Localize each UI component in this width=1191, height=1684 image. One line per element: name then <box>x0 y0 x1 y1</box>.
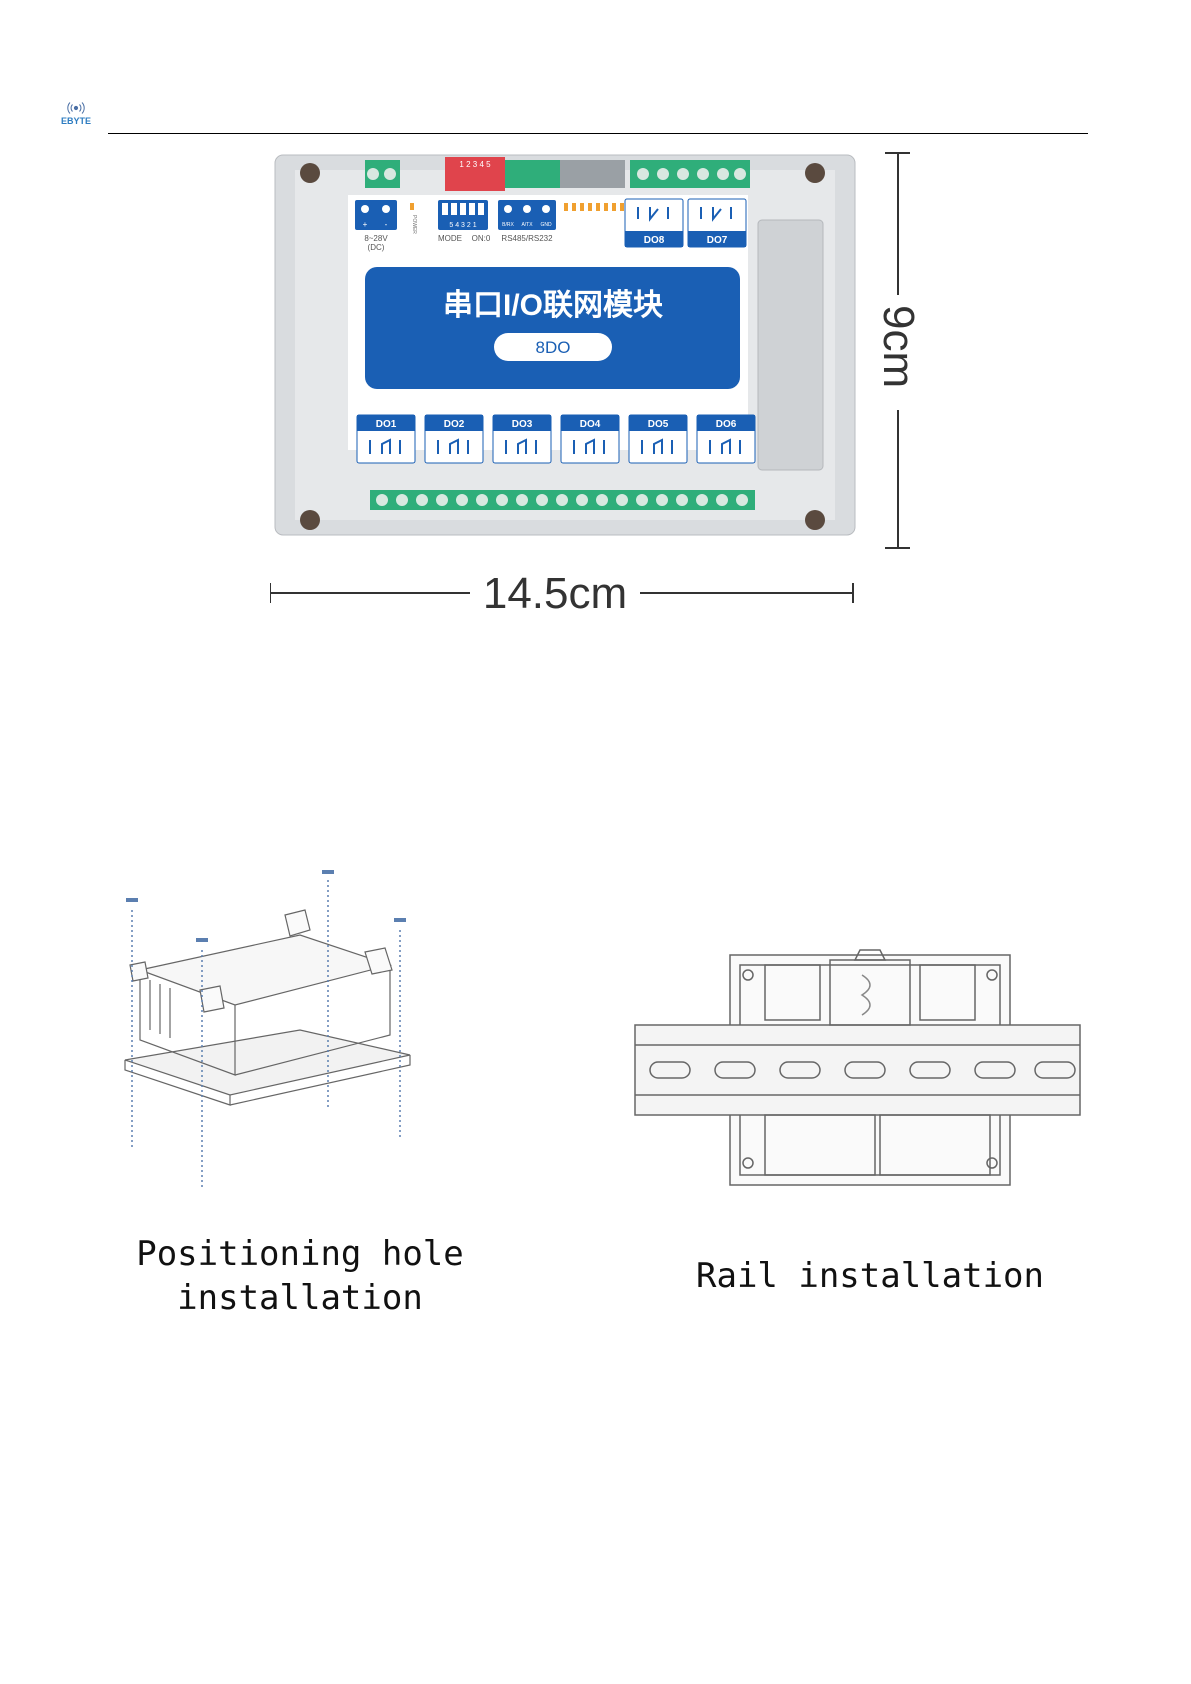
relay-do2: DO2 <box>425 415 483 463</box>
relay-label: DO5 <box>648 419 669 430</box>
power-voltage: 8~28V <box>364 234 388 243</box>
relay-do6: DO6 <box>697 415 755 463</box>
relay-do5: DO5 <box>629 415 687 463</box>
logo-text: EBYTE <box>61 116 91 126</box>
relay-label: DO3 <box>512 419 533 430</box>
mode-label: MODE <box>438 234 462 243</box>
relay-label: DO6 <box>716 419 737 430</box>
relay-label: DO7 <box>707 235 728 246</box>
caption-positioning-hole: Positioning hole installation <box>120 1232 480 1320</box>
relay-label: DO1 <box>376 419 397 430</box>
power-plus: + <box>363 220 368 229</box>
relay-label: DO8 <box>644 235 665 246</box>
positioning-hole-drawing <box>110 870 460 1210</box>
rs-pin: A/TX <box>521 222 533 228</box>
header-divider <box>108 133 1088 134</box>
relay-label: DO2 <box>444 419 465 430</box>
power-type: (DC) <box>368 243 385 252</box>
module-figure: 1 2 3 4 5 + - 8~28V (DC) POWER 5 4 3 2 1… <box>270 145 950 615</box>
mode-numbers: 5 4 3 2 1 <box>449 222 476 229</box>
ebyte-logo: EBYTE <box>52 100 100 130</box>
mount-hole <box>805 163 825 183</box>
caption-line: Positioning hole <box>120 1232 480 1276</box>
mode-on-label: ON:0 <box>472 234 491 243</box>
rs-label: RS485/RS232 <box>501 234 553 243</box>
rs-pin: B/RX <box>502 222 514 228</box>
module-title: 串口I/O联网模块 <box>443 289 663 322</box>
height-label: 9cm <box>874 305 923 388</box>
width-label: 14.5cm <box>483 569 627 615</box>
screw-icon <box>126 870 406 942</box>
title-panel: 串口I/O联网模块 8DO <box>365 267 740 389</box>
relay-do3: DO3 <box>493 415 551 463</box>
module-badge: 8DO <box>536 338 571 357</box>
rs-pin: GND <box>540 222 552 228</box>
power-minus: - <box>385 220 388 229</box>
relay-do7: DO7 <box>688 199 746 247</box>
rail-installation-drawing <box>630 945 1085 1190</box>
mount-hole <box>300 163 320 183</box>
bottom-terminals <box>370 490 755 510</box>
mount-hole <box>300 510 320 530</box>
caption-line: installation <box>120 1276 480 1320</box>
relay-do4: DO4 <box>561 415 619 463</box>
mount-hole <box>805 510 825 530</box>
wireless-icon <box>68 103 84 114</box>
relay-do8: DO8 <box>625 199 683 247</box>
caption-rail: Rail installation <box>690 1254 1050 1298</box>
power-label: POWER <box>411 215 417 234</box>
relay-do1: DO1 <box>357 415 415 463</box>
rs-terminal: B/RX A/TX GND RS485/RS232 <box>498 200 556 243</box>
relay-label: DO4 <box>580 419 601 430</box>
dip-digits: 1 2 3 4 5 <box>459 160 491 169</box>
